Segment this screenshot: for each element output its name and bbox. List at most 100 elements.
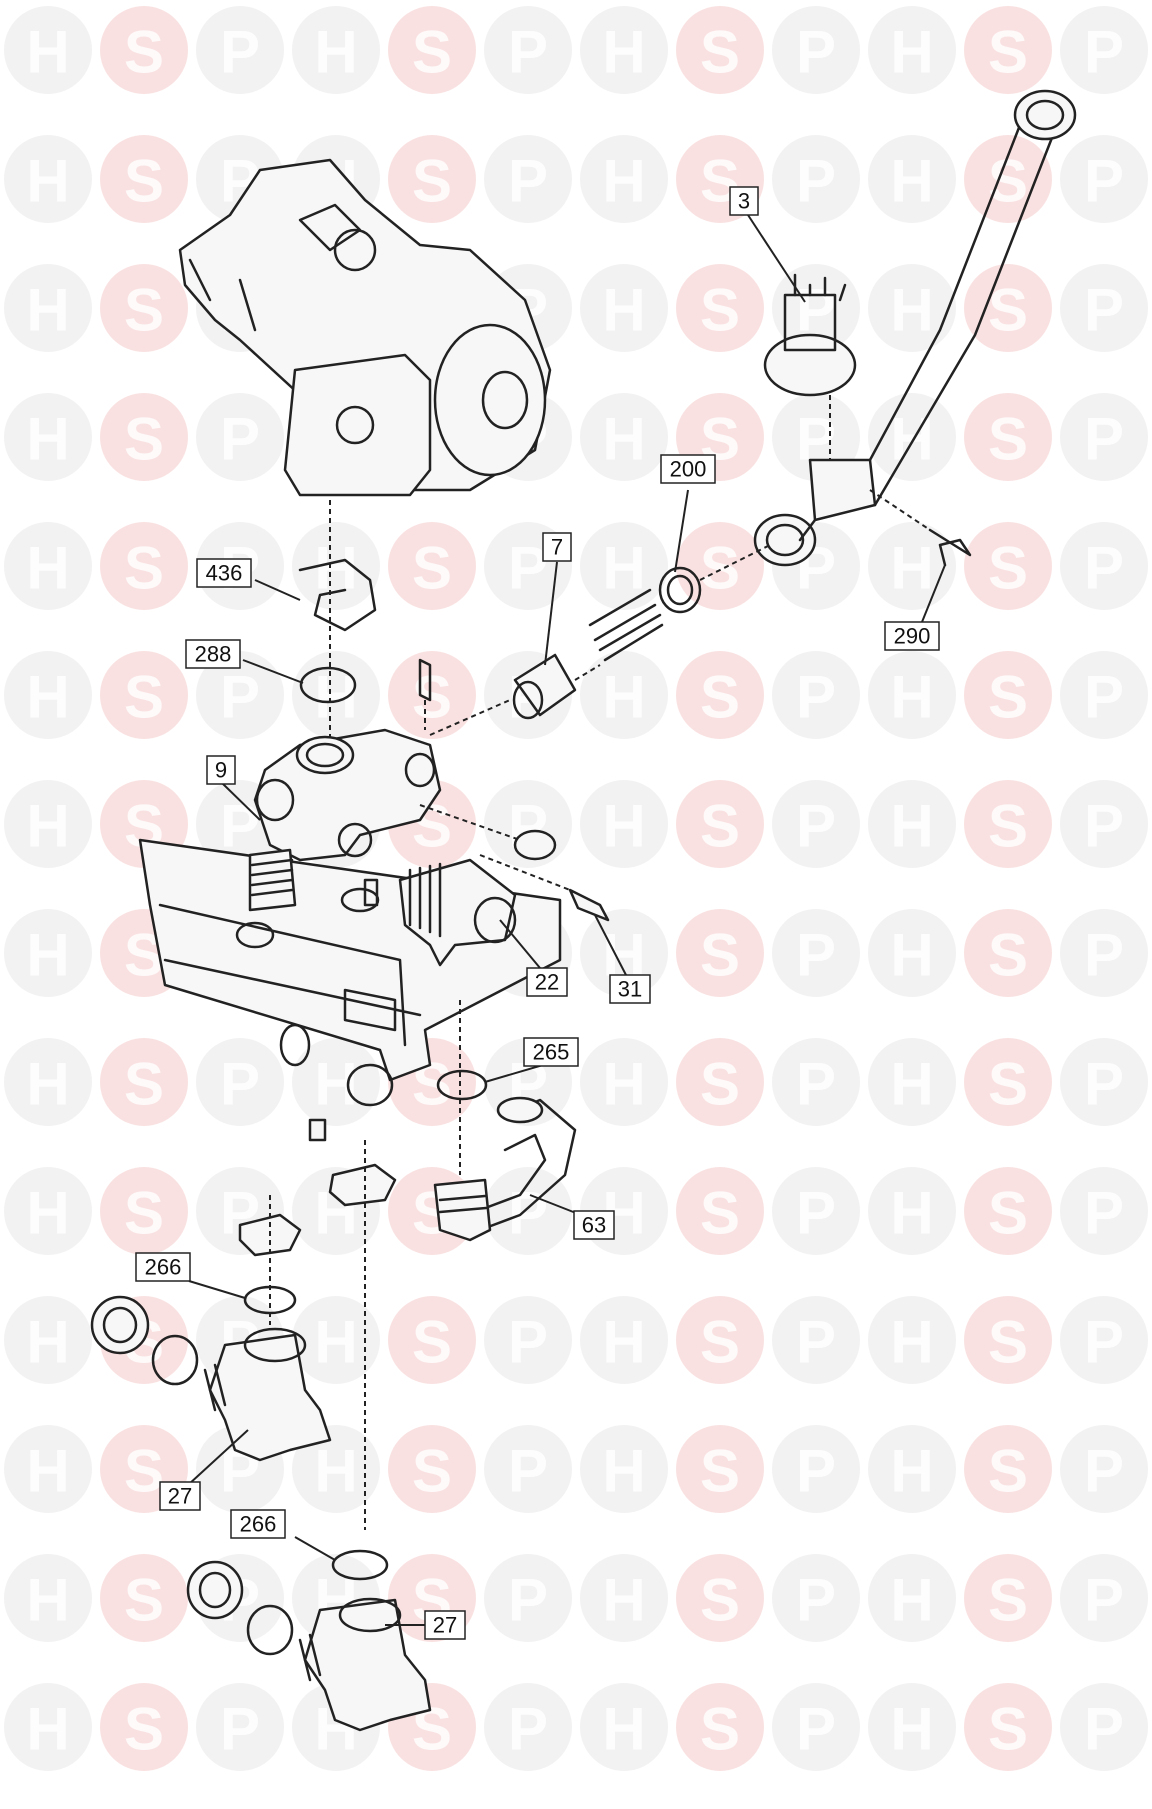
watermark-letter: P bbox=[796, 1309, 836, 1376]
watermark-circle bbox=[292, 651, 380, 739]
watermark-letter: P bbox=[1084, 793, 1124, 860]
callout-31: 31 bbox=[609, 974, 651, 1004]
watermark-letter: S bbox=[124, 1180, 164, 1247]
watermark-circle bbox=[484, 1683, 572, 1771]
watermark-circle bbox=[868, 780, 956, 868]
watermark-circle bbox=[964, 1425, 1052, 1513]
watermark-letter: P bbox=[220, 1696, 260, 1763]
watermark-circle bbox=[772, 135, 860, 223]
watermark-circle bbox=[196, 393, 284, 481]
watermark-circle bbox=[388, 651, 476, 739]
watermark-letter: P bbox=[1084, 922, 1124, 989]
svg-text:31: 31 bbox=[618, 977, 642, 1002]
watermark-circle bbox=[100, 651, 188, 739]
watermark-circle bbox=[4, 264, 92, 352]
watermark-letter: S bbox=[124, 1051, 164, 1118]
watermark-letter: H bbox=[890, 664, 933, 731]
watermark-letter: H bbox=[26, 148, 69, 215]
watermark-letter: P bbox=[796, 277, 836, 344]
callout-27-lower: 27 bbox=[424, 1610, 466, 1640]
watermark-letter: P bbox=[1084, 1696, 1124, 1763]
watermark-letter: S bbox=[412, 19, 452, 86]
watermark-circle bbox=[868, 1425, 956, 1513]
watermark-circle bbox=[964, 522, 1052, 610]
watermark-circle bbox=[868, 264, 956, 352]
watermark-letter: H bbox=[890, 1180, 933, 1247]
callout-288: 288 bbox=[185, 639, 241, 669]
watermark-circle bbox=[964, 135, 1052, 223]
watermark-letter: S bbox=[988, 793, 1028, 860]
watermark-circle bbox=[1060, 1167, 1148, 1255]
watermark-circle bbox=[1060, 1425, 1148, 1513]
watermark-letter: S bbox=[412, 535, 452, 602]
watermark-letter: P bbox=[1084, 1051, 1124, 1118]
watermark-letter: P bbox=[796, 19, 836, 86]
watermark-circle bbox=[4, 1683, 92, 1771]
bypass-pipe-part bbox=[753, 89, 1077, 567]
watermark-letter: P bbox=[508, 1696, 548, 1763]
watermark-circle bbox=[964, 651, 1052, 739]
watermark-circle bbox=[580, 264, 668, 352]
watermark-letter: H bbox=[602, 1309, 645, 1376]
watermark-letter: H bbox=[26, 19, 69, 86]
watermark-circle bbox=[580, 1683, 668, 1771]
svg-text:27: 27 bbox=[168, 1484, 192, 1509]
watermark-letter: H bbox=[602, 148, 645, 215]
watermark-circle bbox=[100, 264, 188, 352]
watermark-circle bbox=[4, 522, 92, 610]
watermark-letter: H bbox=[602, 793, 645, 860]
watermark-circle bbox=[4, 6, 92, 94]
watermark-letter: S bbox=[700, 664, 740, 731]
watermark-letter: H bbox=[890, 277, 933, 344]
watermark-letter: S bbox=[124, 1567, 164, 1634]
watermark-circle bbox=[772, 1038, 860, 1126]
watermark-circle bbox=[1060, 393, 1148, 481]
watermark-circle bbox=[964, 1554, 1052, 1642]
watermark-circle bbox=[580, 780, 668, 868]
watermark-circle bbox=[100, 393, 188, 481]
watermark-letter: P bbox=[508, 1438, 548, 1505]
watermark-circle bbox=[4, 1554, 92, 1642]
watermark-letter: P bbox=[796, 148, 836, 215]
watermark-circle bbox=[196, 1038, 284, 1126]
watermark-circle bbox=[580, 522, 668, 610]
watermark-circle bbox=[4, 1425, 92, 1513]
callout-3: 3 bbox=[729, 186, 759, 216]
isolation-valve-upper-part bbox=[90, 1195, 332, 1462]
watermark-circle bbox=[580, 1425, 668, 1513]
watermark-circle bbox=[676, 1038, 764, 1126]
watermark-circle bbox=[4, 1296, 92, 1384]
watermark-circle bbox=[772, 780, 860, 868]
watermark-letter: H bbox=[314, 535, 357, 602]
watermark-circle bbox=[388, 6, 476, 94]
watermark-letter: P bbox=[508, 1309, 548, 1376]
watermark-letter: S bbox=[988, 664, 1028, 731]
watermark-letter: P bbox=[220, 664, 260, 731]
watermark-circle bbox=[580, 1554, 668, 1642]
drain-valve-part bbox=[398, 804, 610, 967]
watermark-circle bbox=[1060, 264, 1148, 352]
watermark-letter: H bbox=[890, 19, 933, 86]
watermark-letter: H bbox=[314, 1309, 357, 1376]
watermark-circle bbox=[676, 1683, 764, 1771]
watermark-circle bbox=[964, 909, 1052, 997]
watermark-letter: P bbox=[1084, 1567, 1124, 1634]
watermark-circle bbox=[868, 651, 956, 739]
watermark-letter: S bbox=[412, 664, 452, 731]
watermark-letter: H bbox=[602, 277, 645, 344]
watermark-letter: H bbox=[26, 1180, 69, 1247]
watermark-circle bbox=[964, 1038, 1052, 1126]
watermark-letter: P bbox=[796, 664, 836, 731]
watermark-circle bbox=[868, 135, 956, 223]
watermark-circle bbox=[4, 651, 92, 739]
watermark-circle bbox=[484, 1554, 572, 1642]
watermark-letter: S bbox=[124, 19, 164, 86]
watermark-letter: S bbox=[700, 922, 740, 989]
watermark-circle bbox=[868, 1167, 956, 1255]
watermark-letter: P bbox=[796, 1696, 836, 1763]
watermark-letter: P bbox=[220, 793, 260, 860]
watermark-letter: S bbox=[124, 406, 164, 473]
watermark-letter: H bbox=[890, 1696, 933, 1763]
watermark-letter: H bbox=[602, 1438, 645, 1505]
watermark-letter: H bbox=[602, 1696, 645, 1763]
